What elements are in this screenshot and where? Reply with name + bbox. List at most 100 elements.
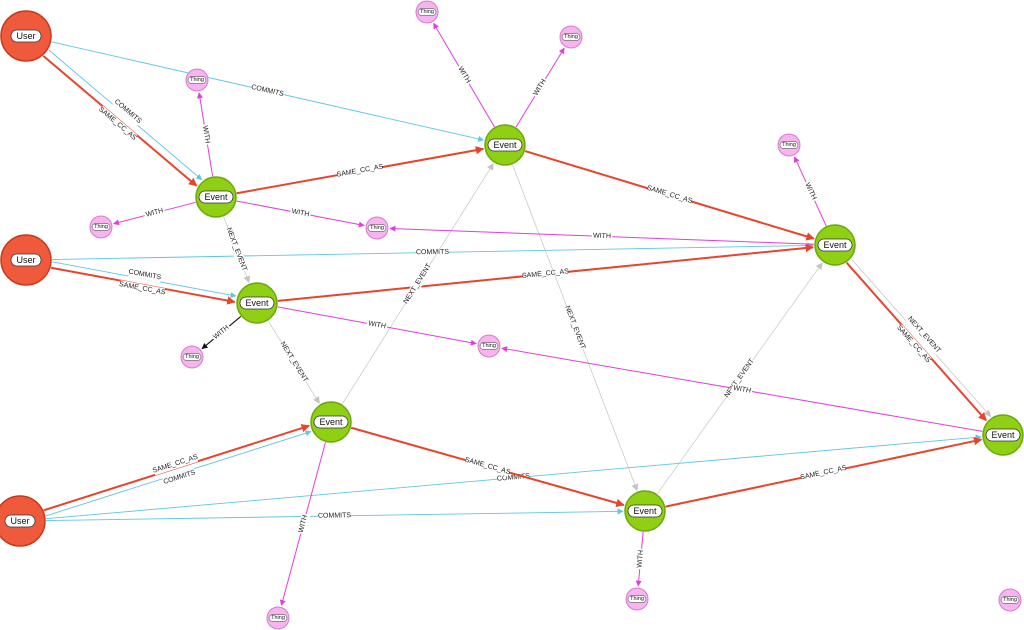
edge-label-background bbox=[97, 105, 138, 142]
user-node[interactable]: User bbox=[0, 234, 52, 286]
node-label: Thing bbox=[482, 343, 496, 349]
edge-label: NEXT_EVENT bbox=[225, 227, 248, 273]
edge-with[interactable]: WITH bbox=[433, 22, 495, 128]
edge-label-background bbox=[722, 357, 757, 400]
thing-node[interactable]: Thing bbox=[477, 334, 501, 358]
node-label-pill bbox=[367, 224, 387, 232]
thing-node[interactable]: Thing bbox=[365, 216, 389, 240]
node-label: Event bbox=[991, 430, 1015, 440]
edge-label: WITH bbox=[733, 385, 752, 395]
thing-node[interactable]: Thing bbox=[625, 587, 649, 611]
edge-next-event[interactable]: NEXT_EVENT bbox=[267, 320, 320, 404]
edge-with[interactable]: WITH bbox=[279, 442, 327, 607]
edge-label: WITH bbox=[532, 78, 547, 97]
edge-with[interactable]: WITH bbox=[793, 156, 827, 227]
node-label-pill bbox=[817, 238, 853, 252]
edge-label-background bbox=[801, 180, 819, 203]
node-label-pill bbox=[1000, 596, 1020, 604]
edge-label: COMMITS bbox=[497, 473, 531, 483]
event-node[interactable]: Event bbox=[982, 414, 1024, 456]
edge-same-cc-as[interactable]: SAME_CC_AS bbox=[665, 437, 983, 508]
node-label-pill bbox=[779, 141, 799, 149]
edge-with[interactable]: WITH bbox=[236, 200, 365, 228]
thing-node[interactable]: Thing bbox=[998, 588, 1022, 612]
edge-commits[interactable]: COMMITS bbox=[45, 430, 312, 517]
edge-label-background bbox=[464, 455, 511, 477]
node-label: Thing bbox=[782, 142, 796, 148]
node-label: Thing bbox=[185, 354, 199, 360]
edge-label: WITH bbox=[456, 66, 471, 85]
edge-commits[interactable]: COMMITS bbox=[51, 242, 814, 260]
event-node[interactable]: Event bbox=[624, 490, 666, 532]
user-node[interactable]: User bbox=[0, 10, 52, 62]
thing-node[interactable]: Thing bbox=[89, 215, 113, 239]
edge-label-background bbox=[278, 340, 310, 384]
edge-label-background bbox=[416, 247, 449, 258]
node-label: Thing bbox=[271, 615, 285, 621]
edge-same-cc-as[interactable]: SAME_CC_AS bbox=[236, 146, 485, 195]
edge-label: SAME_CC_AS bbox=[336, 163, 384, 178]
edge-label-background bbox=[143, 206, 166, 220]
edge-commits[interactable]: COMMITS bbox=[45, 508, 624, 522]
edge-label-background bbox=[562, 304, 588, 351]
edge-label-background bbox=[905, 315, 943, 355]
event-node[interactable]: Event bbox=[310, 401, 352, 443]
node-label-pill bbox=[479, 342, 499, 350]
edge-with[interactable]: WITH bbox=[277, 306, 477, 346]
node-label: Event bbox=[245, 298, 269, 308]
edge-with[interactable]: WITH bbox=[501, 346, 983, 432]
edge-label-background bbox=[454, 63, 474, 87]
event-node[interactable]: Event bbox=[195, 176, 237, 218]
edge-with[interactable]: WITH bbox=[635, 531, 647, 587]
event-node[interactable]: Event bbox=[236, 282, 278, 324]
edge-label-background bbox=[162, 468, 197, 487]
thing-node[interactable]: Thing bbox=[559, 25, 583, 49]
edge-commits[interactable]: COMMITS bbox=[48, 49, 203, 181]
thing-node[interactable]: Thing bbox=[777, 133, 801, 157]
edge-label-background bbox=[895, 324, 932, 365]
edge-same-cc-as[interactable]: SAME_CC_AS bbox=[43, 424, 310, 512]
edge-label-background bbox=[366, 318, 388, 332]
edge-label: WITH bbox=[636, 550, 645, 568]
edge-label: NEXT_EVENT bbox=[403, 262, 434, 305]
edge-with[interactable]: WITH bbox=[515, 47, 565, 128]
edge-label-background bbox=[635, 548, 647, 570]
edge-same-cc-as[interactable]: SAME_CC_AS bbox=[845, 262, 987, 422]
thing-node[interactable]: Thing bbox=[185, 68, 209, 92]
edge-same-cc-as[interactable]: SAME_CC_AS bbox=[277, 243, 814, 302]
edge-with[interactable]: WITH bbox=[389, 225, 815, 245]
edge-same-cc-as[interactable]: SAME_CC_AS bbox=[350, 426, 625, 507]
edge-label-background bbox=[318, 511, 351, 521]
edge-next-event[interactable]: NEXT_EVENT bbox=[656, 262, 823, 495]
user-node[interactable]: User bbox=[0, 495, 46, 547]
edge-same-cc-as[interactable]: SAME_CC_AS bbox=[42, 55, 198, 187]
thing-node[interactable]: Thing bbox=[415, 0, 439, 24]
edge-same-cc-as[interactable]: SAME_CC_AS bbox=[524, 150, 815, 241]
edge-next-event[interactable]: NEXT_EVENT bbox=[341, 163, 494, 405]
edge-label: COMMITS bbox=[318, 512, 351, 520]
edge-label: COMMITS bbox=[416, 249, 450, 257]
node-label: Event bbox=[319, 417, 343, 427]
edge-label: WITH bbox=[298, 514, 309, 533]
edge-layer: COMMITSSAME_CC_ASCOMMITSCOMMITSSAME_CC_A… bbox=[42, 22, 992, 607]
edge-next-event[interactable]: NEXT_EVENT bbox=[512, 164, 639, 492]
edge-next-event[interactable]: NEXT_EVENT bbox=[223, 216, 251, 284]
node-label-pill bbox=[268, 614, 288, 622]
node-label-pill bbox=[239, 296, 275, 310]
thing-node[interactable]: Thing bbox=[180, 345, 204, 369]
edge-label-background bbox=[731, 383, 753, 396]
node-label-pill bbox=[627, 595, 647, 603]
node-label-pill bbox=[4, 514, 36, 528]
event-node[interactable]: Event bbox=[484, 124, 526, 166]
edge-label-background bbox=[591, 231, 613, 242]
node-label-pill bbox=[487, 138, 523, 152]
edge-with[interactable]: WITH bbox=[112, 201, 196, 226]
edge-with[interactable]: WITH bbox=[196, 92, 214, 177]
thing-node[interactable]: Thing bbox=[266, 606, 290, 630]
edge-next-event[interactable]: NEXT_EVENT bbox=[850, 258, 992, 418]
edge-with-dark[interactable]: WITH bbox=[201, 315, 242, 350]
edge-label: COMMITS bbox=[251, 84, 285, 98]
event-node[interactable]: Event bbox=[814, 224, 856, 266]
